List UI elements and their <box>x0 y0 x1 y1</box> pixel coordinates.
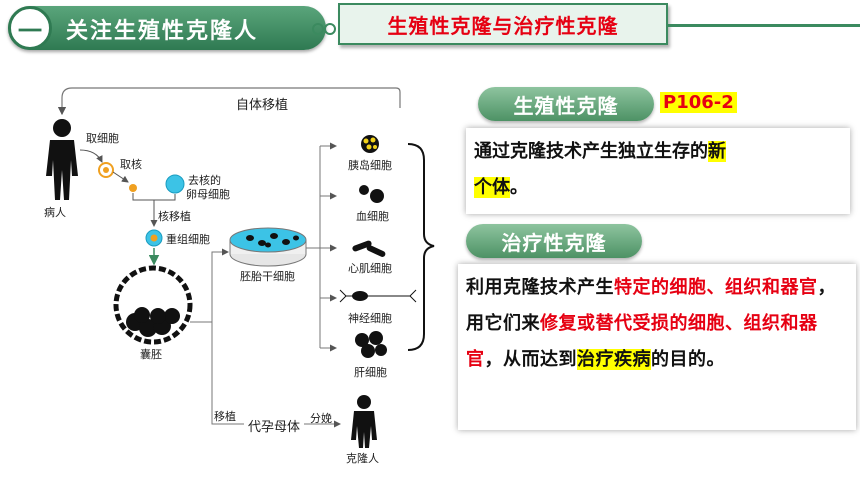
reproductive-box: 通过克隆技术产生独立生存的新个体。 <box>466 128 850 214</box>
patient-figure <box>46 119 78 200</box>
section-number: 一 <box>8 6 52 50</box>
therapeutic-text-2: ，用它们来 <box>466 277 836 334</box>
enucleated-egg <box>165 174 185 194</box>
branch-to-esc <box>190 248 229 323</box>
therapeutic-red-1: 特定的细胞、组织和器官 <box>614 277 818 298</box>
nucleus <box>129 184 137 192</box>
islet-cell-icon <box>361 135 379 153</box>
take-cell-arrow <box>79 149 103 163</box>
reproductive-title: 生殖性克隆 <box>478 87 654 121</box>
cloning-diagram <box>46 87 435 448</box>
islet-cell-label: 胰岛细胞 <box>348 159 392 172</box>
page-ref: P106-2 <box>660 92 737 113</box>
surrogate-label: 代孕母体 <box>248 420 301 435</box>
neuron-label: 神经细胞 <box>348 312 392 325</box>
reproductive-desc-hl2: 个体 <box>474 177 510 198</box>
birth-label: 分娩 <box>310 412 332 425</box>
patient-label: 病人 <box>44 206 66 219</box>
enucleated-egg-label-1: 去核的 <box>188 174 221 187</box>
clone-label: 克隆人 <box>346 452 379 465</box>
cardiomyocyte-icon <box>352 240 386 257</box>
blastocyst-label: 囊胚 <box>140 348 162 361</box>
recombined-cell-label: 重组细胞 <box>166 233 210 246</box>
take-nucleus-label: 取核 <box>120 158 142 171</box>
reproductive-desc-text: 通过克隆技术产生独立生存的 <box>474 141 708 162</box>
connector-icon <box>312 23 336 35</box>
header-bar: 一 关注生殖性克隆人 生殖性克隆与治疗性克隆 <box>0 0 860 60</box>
reproductive-desc-hl1: 新 <box>708 141 726 162</box>
esc-label: 胚胎干细胞 <box>240 270 295 283</box>
enucleated-egg-label-2: 卵母细胞 <box>186 188 230 201</box>
blood-cell-label: 血细胞 <box>356 210 389 223</box>
liver-cell-label: 肝细胞 <box>354 366 387 379</box>
reproductive-desc: 通过克隆技术产生独立生存的新个体。 <box>466 128 850 206</box>
therapeutic-hl: 治疗疾病 <box>577 349 651 370</box>
merge-lines <box>132 193 176 226</box>
recombined-cell <box>145 229 163 247</box>
auto-transplant-label: 自体移植 <box>236 98 289 113</box>
neuron-icon <box>339 289 417 303</box>
petri-dish <box>229 227 307 267</box>
reproductive-desc-end: 。 <box>510 177 528 198</box>
therapeutic-text-3: ，从而达到 <box>484 349 577 370</box>
distribution-tree <box>306 146 321 348</box>
blood-cell-icon <box>359 185 384 203</box>
liver-cell-icon <box>355 331 387 358</box>
take-nucleus-arrow <box>112 171 129 183</box>
therapeutic-title: 治疗性克隆 <box>466 224 642 258</box>
header-divider <box>668 24 860 27</box>
clone-figure <box>351 395 377 448</box>
therapeutic-box: 利用克隆技术产生特定的细胞、组织和器官，用它们来修复或替代受损的细胞、组织和器官… <box>458 264 856 430</box>
blastocyst <box>113 265 193 345</box>
topic-title: 生殖性克隆与治疗性克隆 <box>338 3 668 45</box>
cardiomyocyte-label: 心肌细胞 <box>348 262 392 275</box>
grouping-brace <box>407 143 435 351</box>
nuclear-transfer-label: 核移植 <box>158 210 191 223</box>
therapeutic-text-4: 的目的。 <box>651 349 725 370</box>
section-badge: 一 关注生殖性克隆人 <box>8 6 326 50</box>
section-title: 关注生殖性克隆人 <box>66 19 259 44</box>
auto-transplant-line <box>57 87 401 116</box>
therapeutic-text-1: 利用克隆技术产生 <box>466 277 614 298</box>
therapeutic-red-2: 修复或替代受损的细胞、组织和器官 <box>466 313 818 370</box>
therapeutic-desc: 利用克隆技术产生特定的细胞、组织和器官，用它们来修复或替代受损的细胞、组织和器官… <box>458 264 856 378</box>
somatic-cell <box>98 162 114 178</box>
take-cell-label: 取细胞 <box>86 132 119 145</box>
branch-to-surrogate <box>211 322 244 425</box>
transplant-label: 移植 <box>214 410 236 423</box>
